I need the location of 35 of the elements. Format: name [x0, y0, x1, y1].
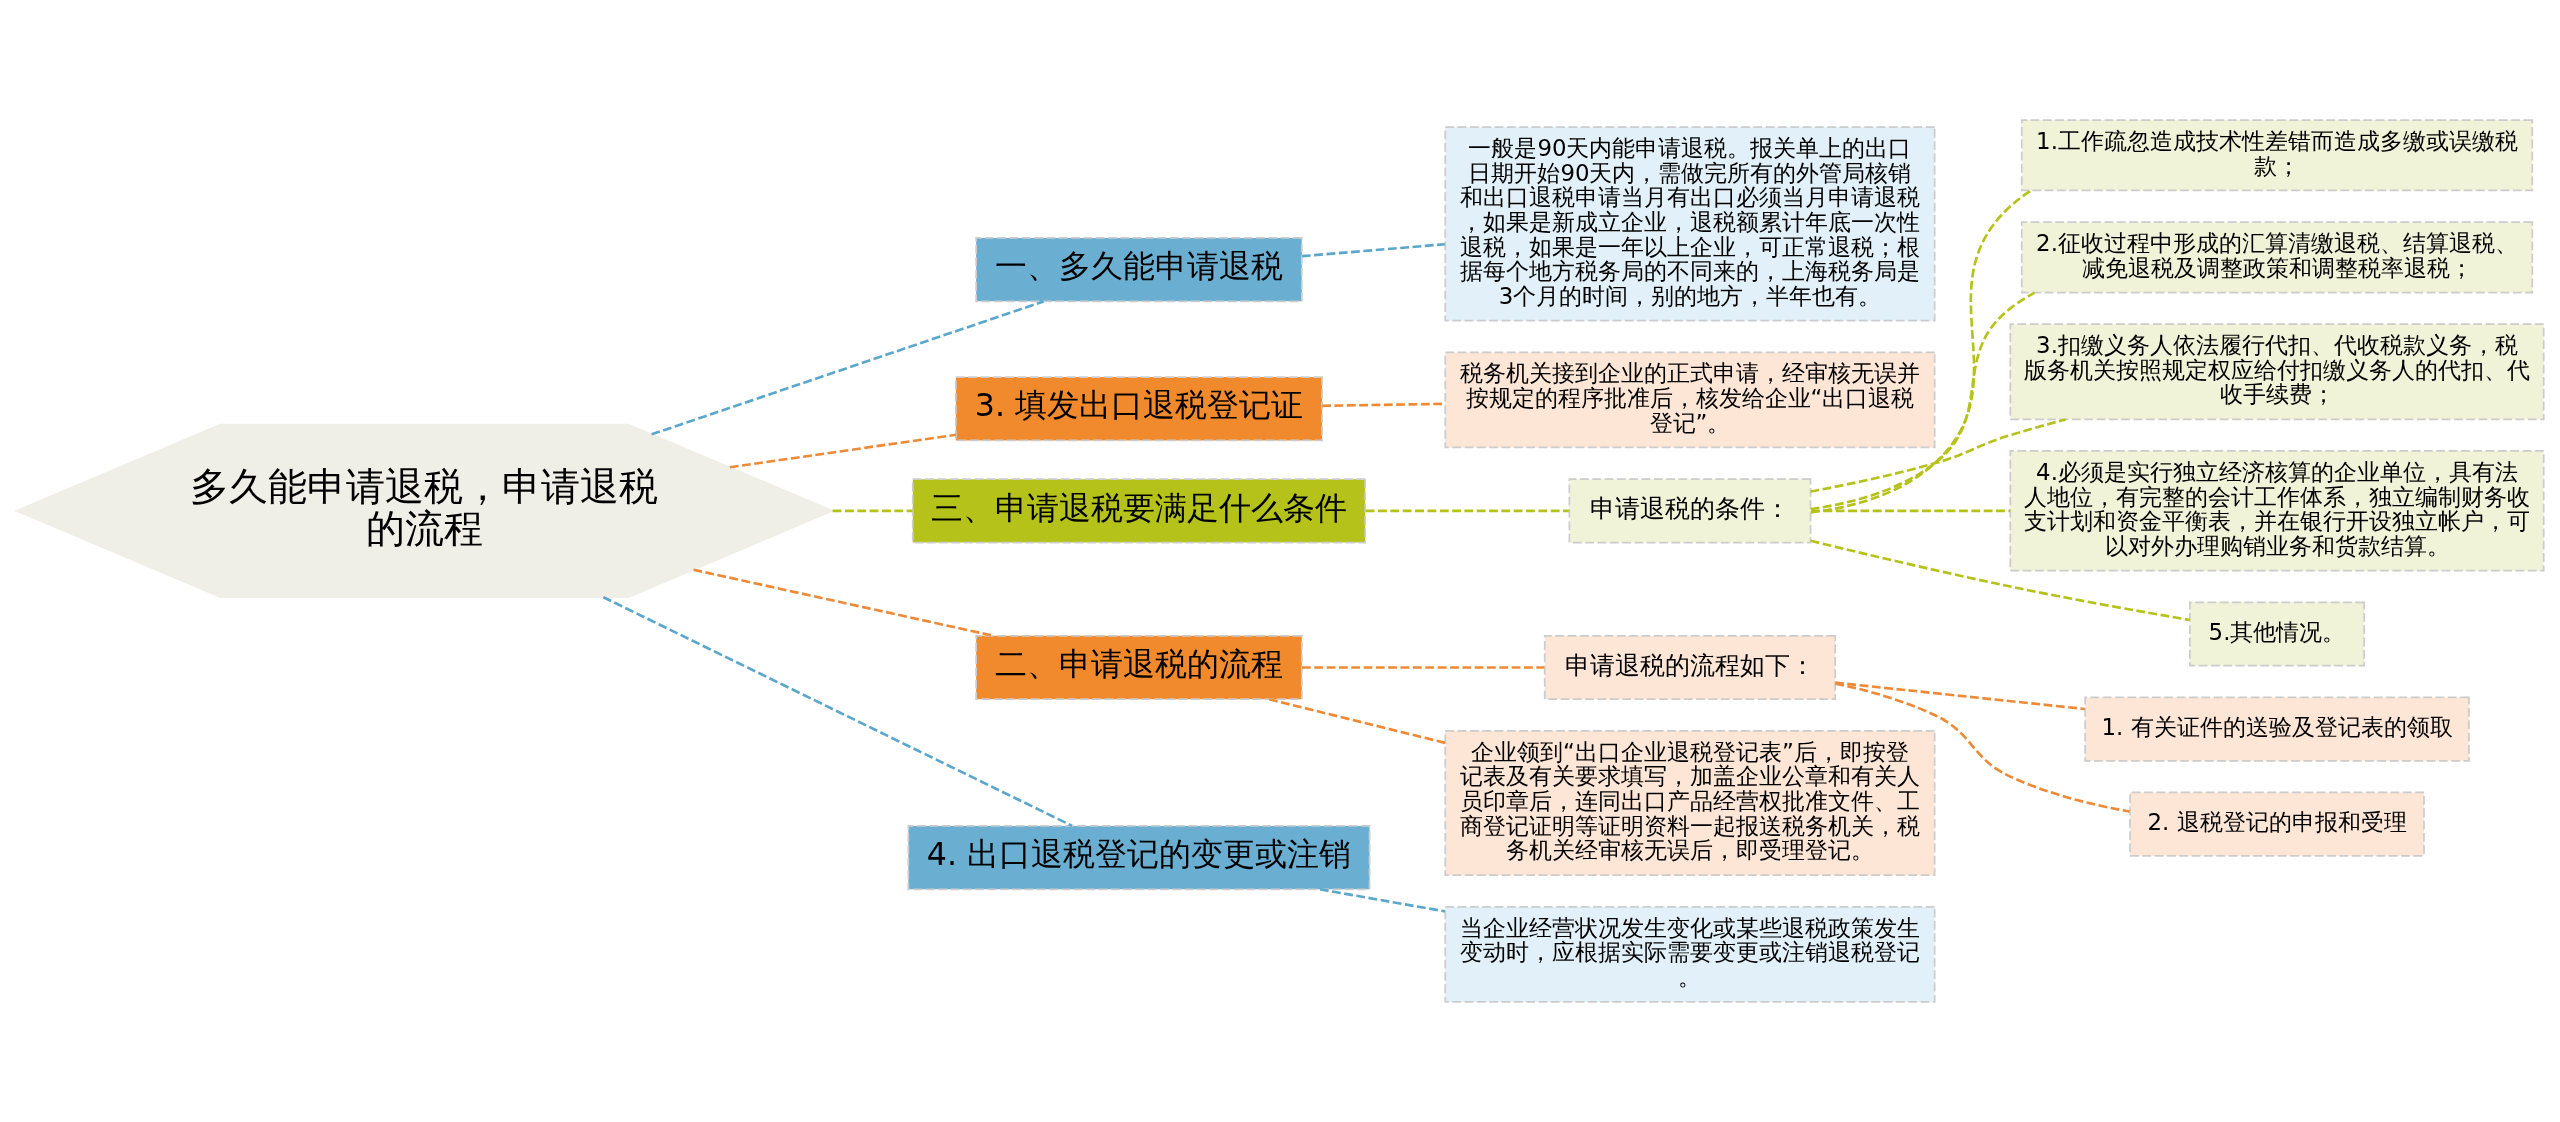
connector: [651, 300, 1044, 436]
node-box: 2.征收过程中形成的汇算清缴退税、结算退税、减免退税及调整政策和调整税率退税；: [2020, 221, 2534, 294]
node-box: 一般是90天内能申请退税。报关单上的出口日期开始90天内，需做完所有的外管局核销和出口退税申请当月有出口必须当月申请退税，如果是新成立企业，退税额累计年底一次性退税，如果是一年以上企业，可正常退税；根据每个地方税务局的不同来的，上海税务局是3个月的时间，别的地方，半年也有。: [1444, 126, 1936, 322]
connector: [1810, 418, 2066, 493]
connector: [832, 509, 913, 513]
node-box: 4.必须是实行独立经济核算的企业单位，具有法人地位，有完整的会计工作体系，独立编制财务收支计划和资金平衡表，并在银行开设独立帐户，可以对外办理购销业务和货款结算。: [2009, 450, 2545, 572]
connector: [1319, 888, 1446, 913]
node-box: 2. 退税登记的申报和受理: [2129, 791, 2425, 857]
node-box: 税务机关接到企业的正式申请，经审核无误并按规定的程序批准后，核发给企业“出口退税登记”。: [1444, 351, 1936, 449]
connector: [1302, 666, 1545, 669]
connector: [1301, 242, 1445, 258]
connector: [1810, 291, 2036, 511]
node-box: 5.其他情况。: [2189, 601, 2366, 667]
node-box: 1. 有关证件的送验及登记表的领取: [2084, 696, 2470, 762]
node-box: 3.扣缴义务人依法履行代扣、代收税款义务，税版务机关按照规定权应给付扣缴义务人的代扣、代收手续费；: [2009, 323, 2545, 421]
connector: [1835, 682, 2130, 813]
node-box: 二、申请退税的流程: [975, 634, 1303, 701]
connector: [1811, 509, 2011, 513]
node-box: 4. 出口退税登记的变更或注销: [907, 825, 1371, 891]
connector: [1835, 681, 2085, 711]
node-box: 申请退税的条件：: [1568, 478, 1812, 544]
node-box: 3. 填发出口退税登记证: [955, 376, 1323, 442]
node-box: 一、多久能申请退税: [975, 237, 1303, 303]
connector: [1268, 698, 1446, 745]
node-box: 三、申请退税要满足什么条件: [911, 478, 1367, 544]
connector: [729, 433, 957, 469]
connector: [1365, 509, 1569, 513]
node-box: 申请退税的流程如下：: [1543, 634, 1837, 701]
node-box: 当企业经营状况发生变化或某些退税政策发生变动时，应根据实际需要变更或注销退税登记。: [1444, 906, 1936, 1003]
connector: [1810, 189, 2032, 514]
connector: [693, 568, 994, 637]
node-box: 企业领到“出口企业退税登记表”后，即按登记表及有关要求填写，加盖企业公章和有关人员印章后，连同出口产品经营权批准文件、工商登记证明等证明资料一起报送税务机关，税务机关经审核无误后，即受理登记。: [1444, 730, 1936, 877]
node-box: 1.工作疏忽造成技术性差错而造成多缴或误缴税款；: [2020, 119, 2534, 192]
connector: [602, 596, 1073, 827]
connector: [1810, 539, 2190, 622]
